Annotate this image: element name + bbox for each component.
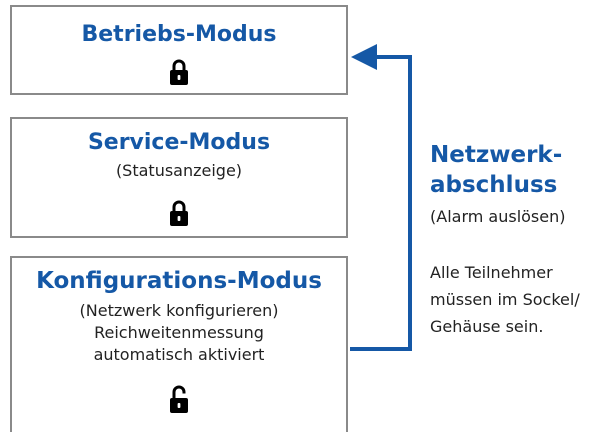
netzwerkabschluss-title: Netzwerk- abschluss xyxy=(430,140,562,200)
service-modus-box: Service-Modus (Statusanzeige) xyxy=(10,117,348,238)
netzwerkabschluss-title-line-2: abschluss xyxy=(430,172,558,198)
betriebs-modus-title: Betriebs-Modus xyxy=(81,22,277,47)
betriebs-modus-box: Betriebs-Modus xyxy=(10,5,348,95)
service-modus-subtitle: (Statusanzeige) xyxy=(115,161,243,180)
padlock-open-icon xyxy=(170,385,188,413)
netzwerkabschluss-subtitle: (Alarm auslösen) xyxy=(430,207,566,226)
padlock-closed-icon xyxy=(170,200,188,226)
padlock-closed-icon xyxy=(170,59,188,85)
konfigurations-modus-box: Konfigurations-Modus (Netzwerk konfiguri… xyxy=(10,256,348,432)
note-line-1: Alle Teilnehmer xyxy=(430,263,553,282)
netzwerkabschluss-note: Alle Teilnehmer müssen im Sockel/ Gehäus… xyxy=(430,259,580,340)
note-line-3: Gehäuse sein. xyxy=(430,317,544,336)
service-modus-title: Service-Modus xyxy=(87,130,271,155)
konfig-line-3: automatisch aktiviert xyxy=(93,345,265,364)
konfigurations-modus-title: Konfigurations-Modus xyxy=(36,268,322,294)
konfig-line-1: (Netzwerk konfigurieren) xyxy=(79,301,279,320)
note-line-2: müssen im Sockel/ xyxy=(430,290,580,309)
konfig-line-2: Reichweitenmessung xyxy=(94,323,264,342)
netzwerkabschluss-title-line-1: Netzwerk- xyxy=(430,142,563,168)
